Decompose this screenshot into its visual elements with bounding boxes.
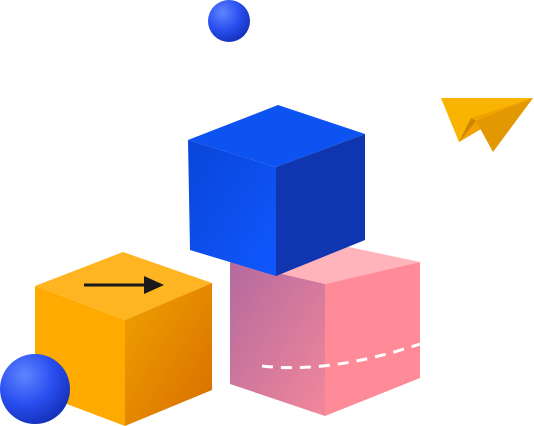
sphere-bottom-left — [0, 354, 70, 424]
paper-plane-icon — [441, 98, 533, 152]
dashed-line-mark — [261, 342, 421, 370]
cube-pink — [230, 242, 421, 416]
right-arrow-icon — [84, 276, 164, 294]
sphere-top — [208, 0, 250, 42]
cube-blue — [188, 105, 365, 276]
